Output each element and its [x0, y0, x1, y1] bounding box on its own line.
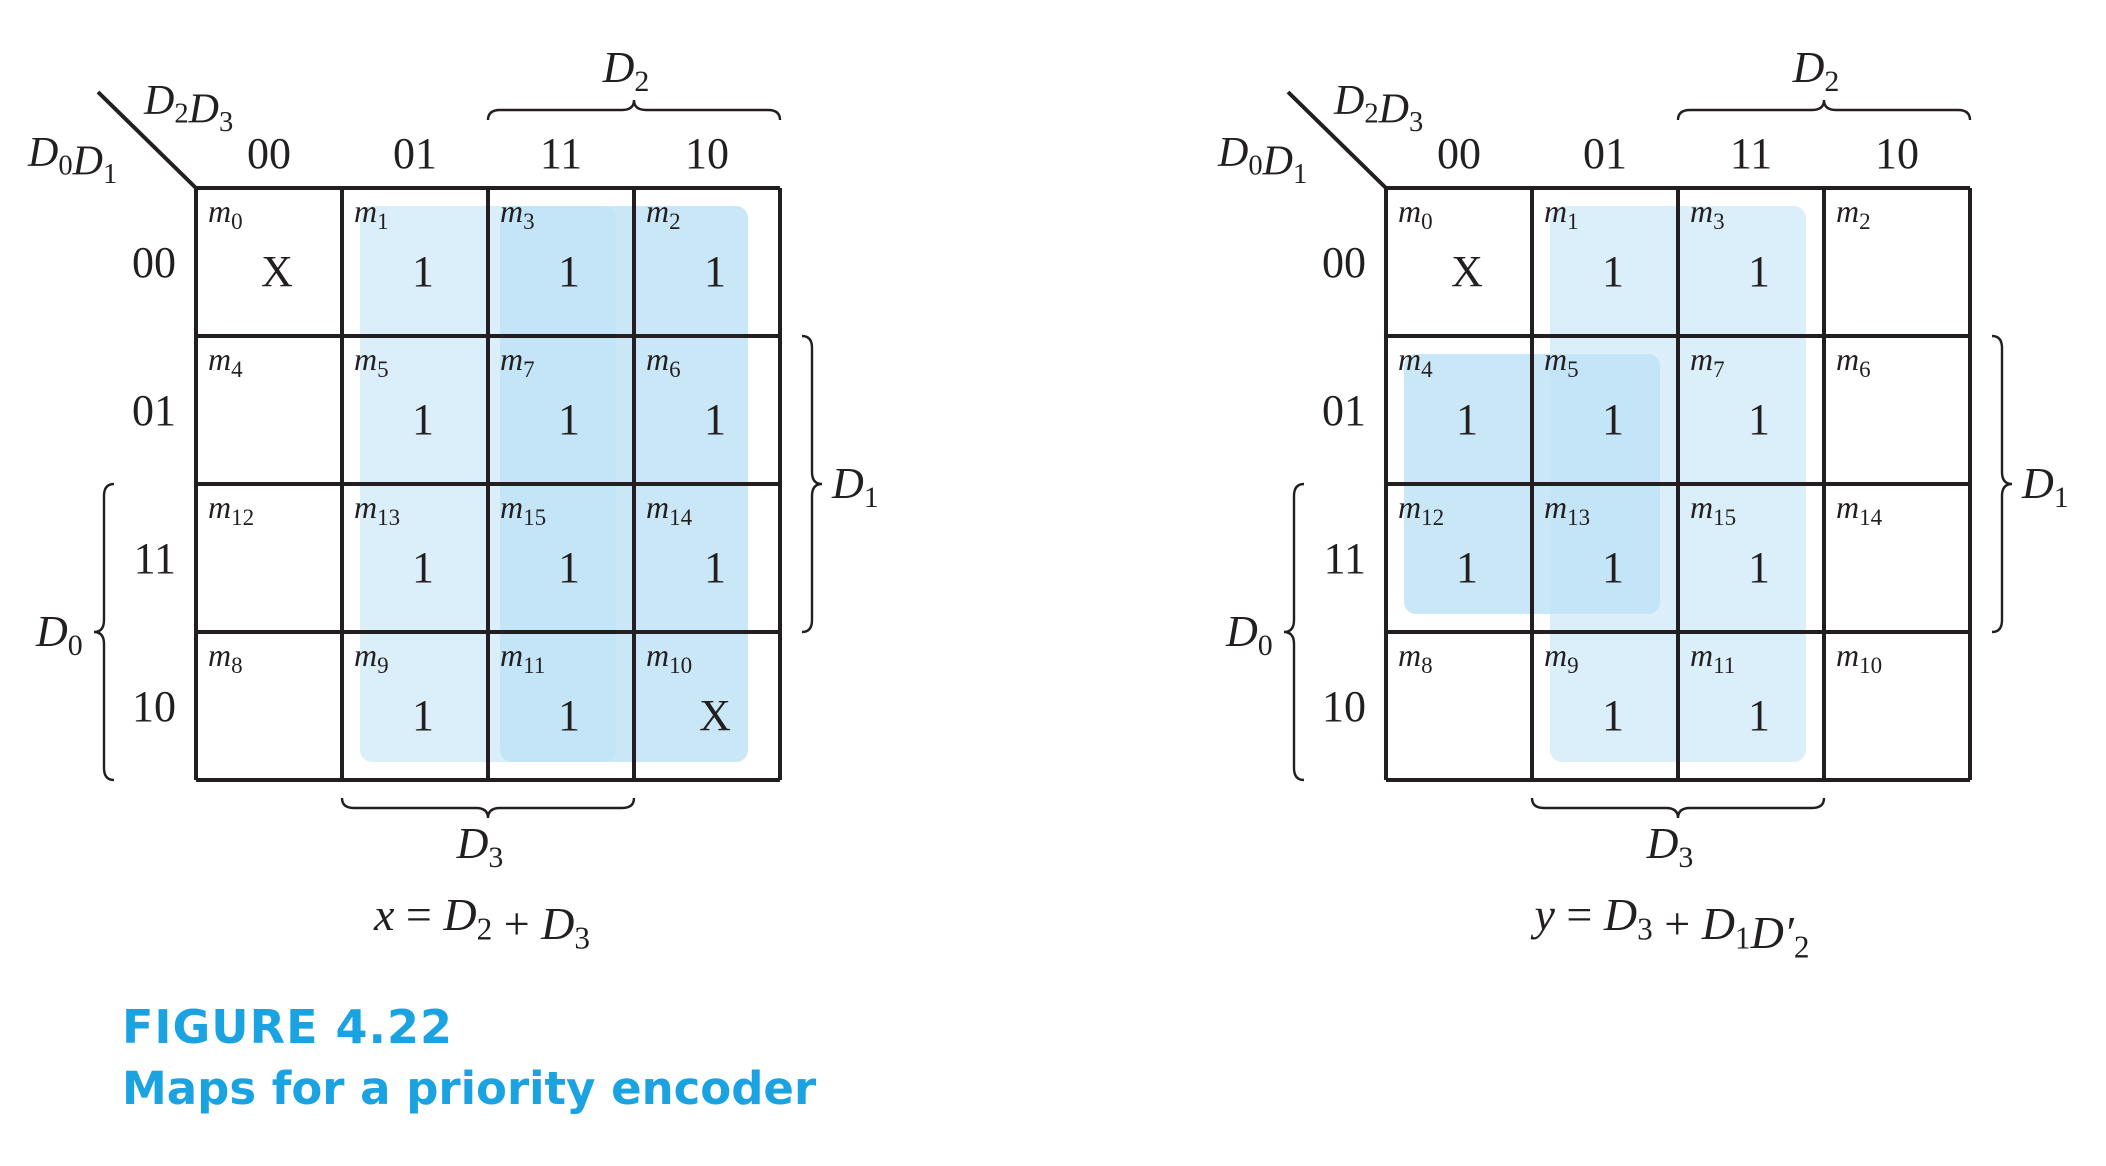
cell-value: 1 — [1602, 691, 1624, 740]
figure-title: Maps for a priority encoder — [122, 1062, 817, 1115]
corner-diagonal — [1286, 90, 1390, 192]
minterm-label: m4​ — [208, 341, 243, 382]
cell-value: 1 — [1456, 395, 1478, 444]
minterm-label: m10​ — [646, 637, 692, 678]
minterm-label: m13​ — [354, 489, 400, 530]
col-code: 00 — [1437, 129, 1481, 178]
minterm-label: m0​ — [1398, 193, 1433, 234]
cell-value: 1 — [1748, 543, 1770, 592]
row-code: 11 — [134, 534, 176, 583]
cell-value: 1 — [412, 691, 434, 740]
minterm-label: m14​ — [1836, 489, 1883, 530]
minterm-label: m5​ — [1544, 341, 1579, 382]
cell-value: 1 — [1748, 691, 1770, 740]
minterm-label: m7​ — [500, 341, 535, 382]
cell-value: 1 — [1456, 543, 1478, 592]
minterm-label: m3​ — [500, 193, 535, 234]
kmap-y: D2​D3​D0​D1​0001111000011110m0​Xm1​1m3​1… — [1217, 43, 2069, 965]
minterm-label: m6​ — [1836, 341, 1871, 382]
row-code: 00 — [1322, 238, 1366, 287]
figure-number: FIGURE 4.22 — [122, 1000, 454, 1054]
cell-value: 1 — [558, 395, 580, 444]
cell-value: 1 — [704, 247, 726, 296]
map-equation: y = D3​ + D1​D′2​ — [1530, 889, 1809, 965]
minterm-label: m10​ — [1836, 637, 1882, 678]
cell-value: 1 — [1602, 395, 1624, 444]
minterm-label: m0​ — [208, 193, 243, 234]
cell-value: 1 — [412, 543, 434, 592]
brace-right-label: D1​ — [2021, 459, 2069, 514]
col-code: 01 — [393, 129, 437, 178]
minterm-label: m11​ — [1690, 637, 1735, 678]
cell-value: X — [699, 691, 731, 740]
minterm-label: m15​ — [500, 489, 546, 530]
row-code: 10 — [1322, 682, 1366, 731]
col-var-label: D2​D3​ — [1333, 78, 1423, 138]
kmap-grid — [194, 186, 782, 782]
minterm-label: m5​ — [354, 341, 389, 382]
corner-diagonal — [96, 90, 200, 192]
cell-value: 1 — [704, 543, 726, 592]
row-code: 10 — [132, 682, 176, 731]
minterm-label: m7​ — [1690, 341, 1725, 382]
minterm-label: m4​ — [1398, 341, 1433, 382]
cell-value: 1 — [1748, 395, 1770, 444]
minterm-label: m15​ — [1690, 489, 1736, 530]
cell-value: 1 — [412, 395, 434, 444]
minterm-label: m9​ — [354, 637, 389, 678]
col-code: 10 — [685, 129, 729, 178]
row-code: 11 — [1324, 534, 1366, 583]
row-var-label: D0​D1​ — [27, 130, 117, 190]
row-code: 01 — [132, 386, 176, 435]
brace-top-label: D2​ — [1792, 43, 1840, 98]
minterm-label: m11​ — [500, 637, 545, 678]
col-code: 11 — [1730, 129, 1772, 178]
col-code: 00 — [247, 129, 291, 178]
col-code: 01 — [1583, 129, 1627, 178]
cell-value: X — [1451, 247, 1483, 296]
brace-left-label: D0​ — [1225, 607, 1273, 662]
cell-value: 1 — [1602, 247, 1624, 296]
kmap-grid — [1384, 186, 1972, 782]
minterm-label: m13​ — [1544, 489, 1590, 530]
cell-value: 1 — [1748, 247, 1770, 296]
minterm-label: m12​ — [208, 489, 254, 530]
brace-left-label: D0​ — [35, 607, 83, 662]
col-var-label: D2​D3​ — [143, 78, 233, 138]
cell-value: 1 — [558, 247, 580, 296]
minterm-label: m8​ — [1398, 637, 1433, 678]
row-code: 00 — [132, 238, 176, 287]
col-code: 11 — [540, 129, 582, 178]
col-code: 10 — [1875, 129, 1919, 178]
minterm-label: m8​ — [208, 637, 243, 678]
minterm-label: m3​ — [1690, 193, 1725, 234]
cell-value: 1 — [558, 543, 580, 592]
minterm-label: m2​ — [1836, 193, 1871, 234]
brace-bottom-label: D3​ — [1646, 819, 1694, 874]
cell-value: 1 — [1602, 543, 1624, 592]
row-var-label: D0​D1​ — [1217, 130, 1307, 190]
brace-right-label: D1​ — [831, 459, 879, 514]
map-equation: x = D2​ + D3​ — [373, 889, 590, 955]
minterm-label: m14​ — [646, 489, 693, 530]
minterm-label: m2​ — [646, 193, 681, 234]
cell-value: 1 — [558, 691, 580, 740]
minterm-label: m6​ — [646, 341, 681, 382]
minterm-label: m12​ — [1398, 489, 1444, 530]
brace-top-label: D2​ — [602, 43, 650, 98]
kmap-x: D2​D3​D0​D1​0001111000011110m0​Xm1​1m3​1… — [27, 43, 879, 955]
cell-value: 1 — [704, 395, 726, 444]
row-code: 01 — [1322, 386, 1366, 435]
minterm-label: m1​ — [354, 193, 389, 234]
minterm-label: m9​ — [1544, 637, 1579, 678]
brace-bottom-label: D3​ — [456, 819, 504, 874]
cell-value: X — [261, 247, 293, 296]
minterm-label: m1​ — [1544, 193, 1579, 234]
cell-value: 1 — [412, 247, 434, 296]
